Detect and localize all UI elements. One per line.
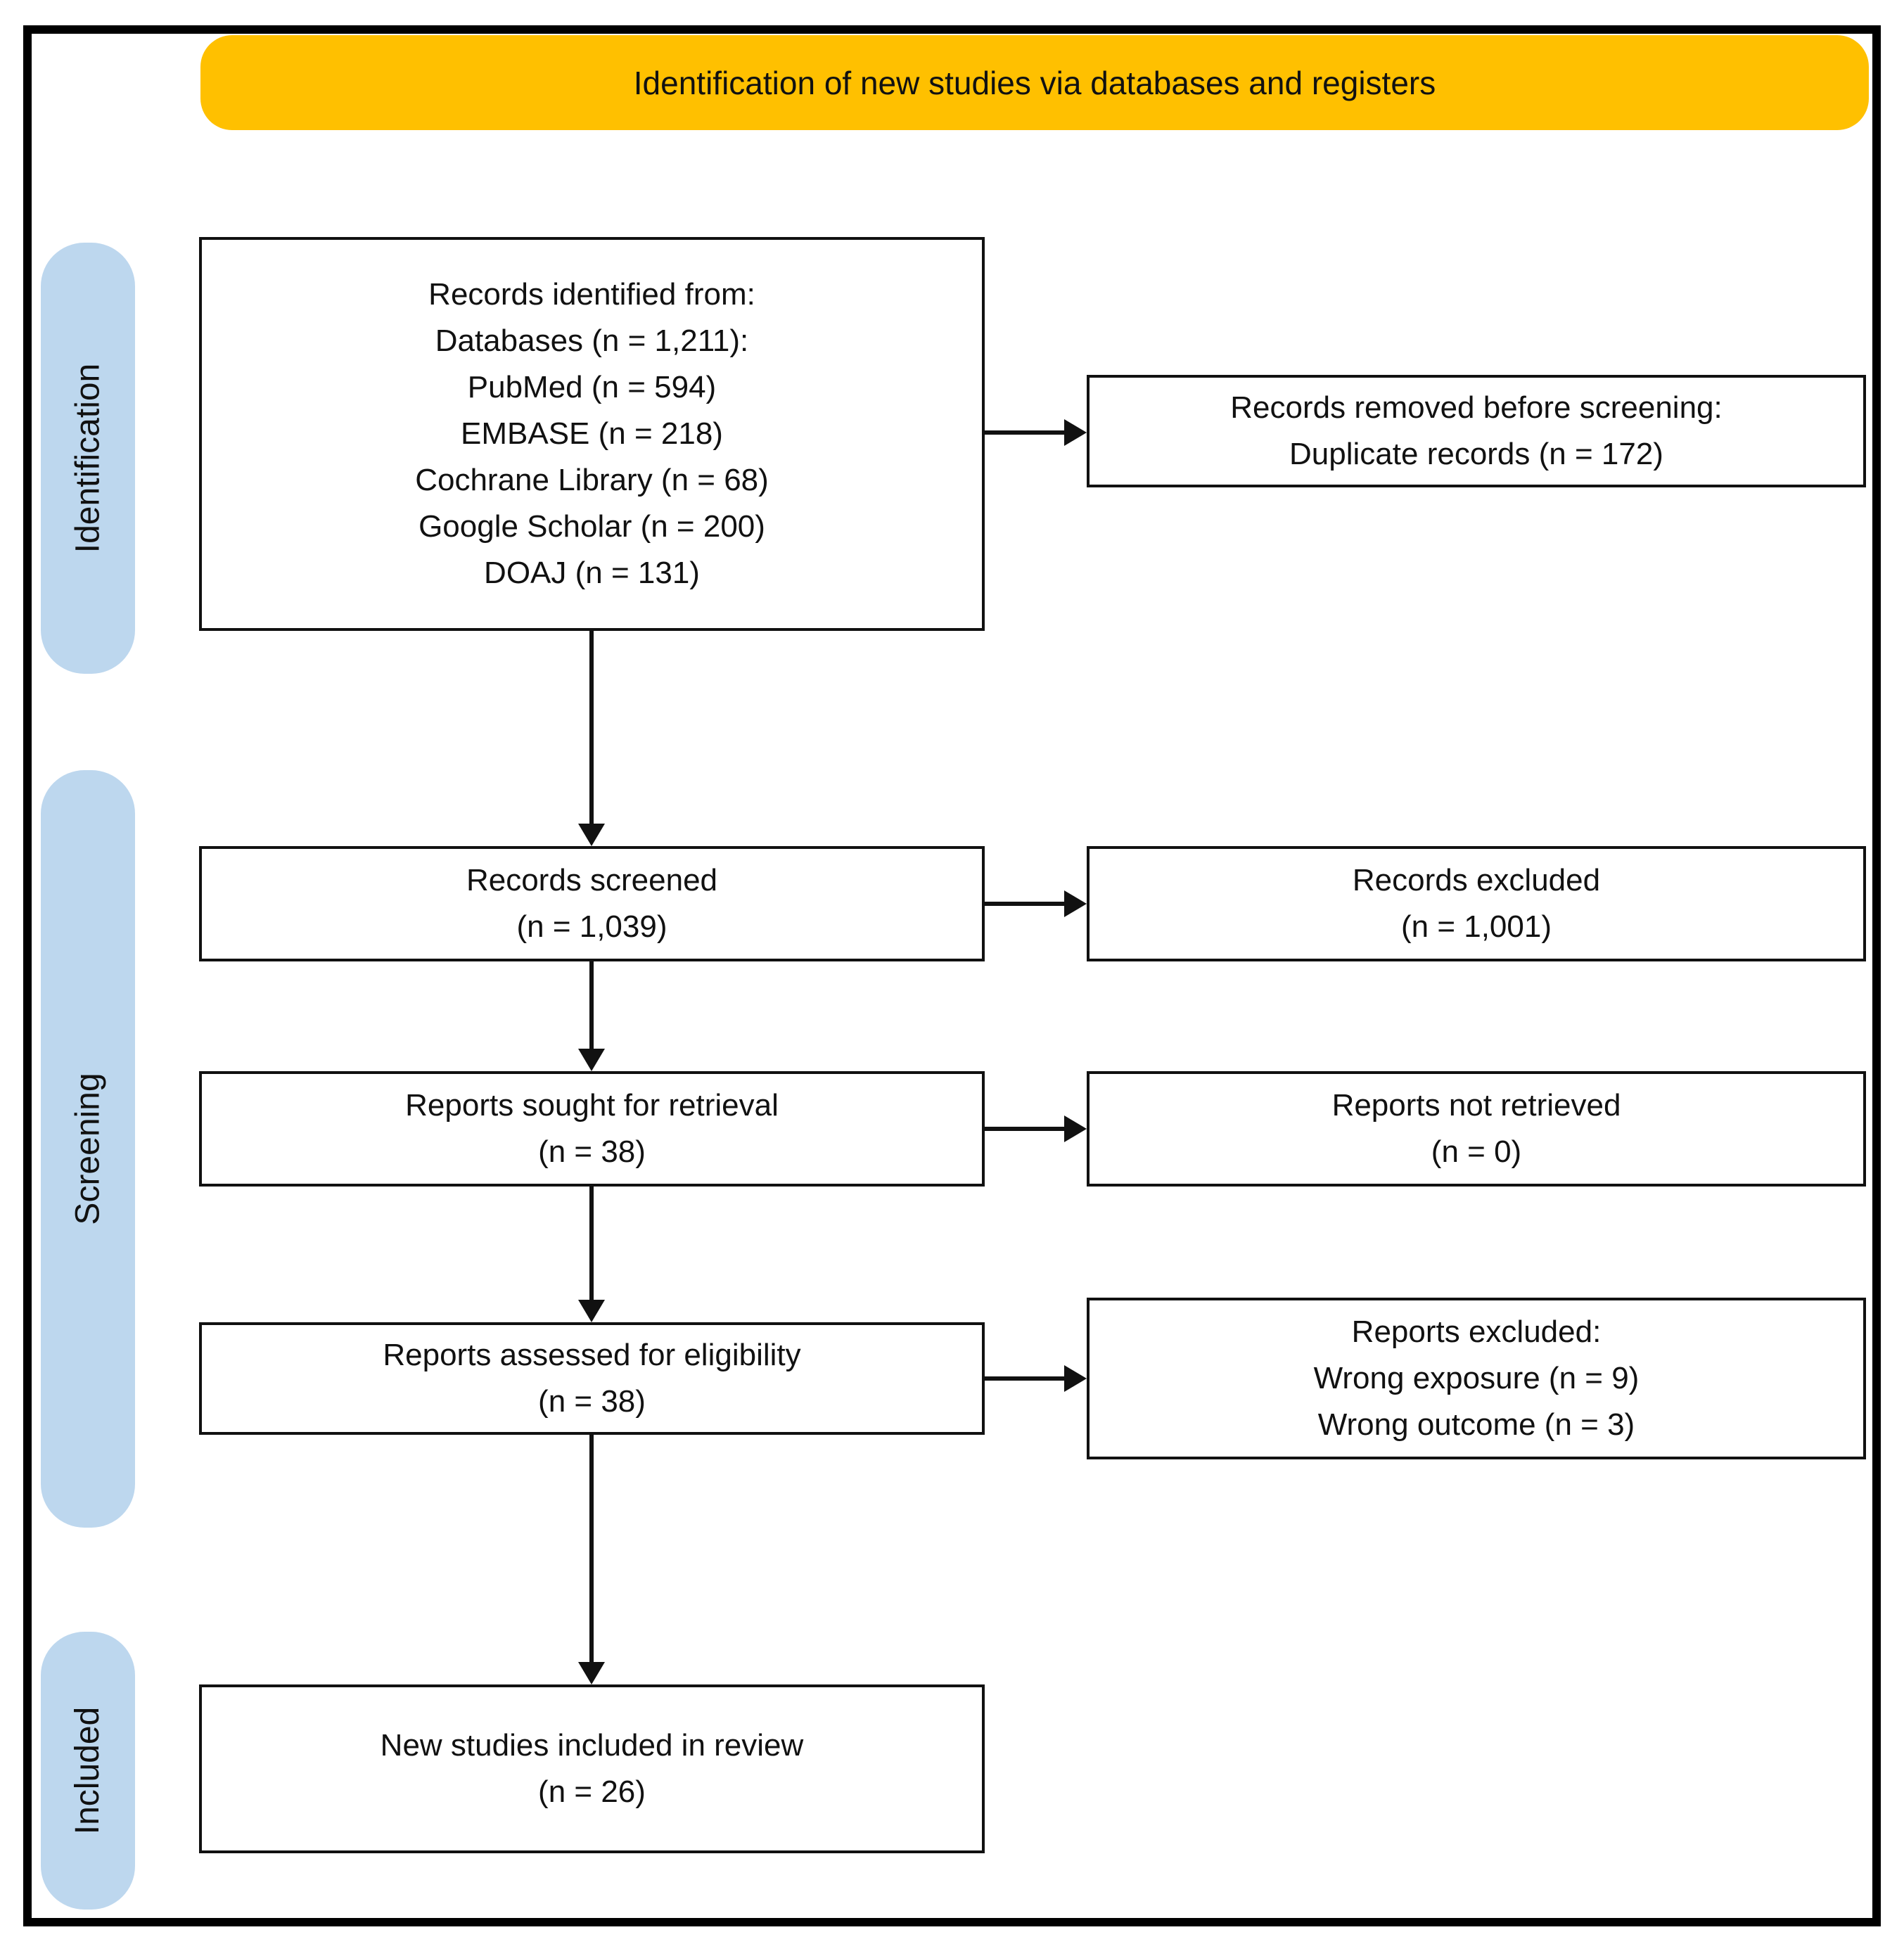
box-records-screened-text: Records screened (n = 1,039) [466, 863, 718, 944]
diagram-outer-border [23, 25, 1881, 1926]
box-records-screened: Records screened (n = 1,039) [199, 846, 985, 961]
arrow-sought-to-not-retrieved-line [985, 1127, 1064, 1131]
box-reports-not-retrieved: Reports not retrieved (n = 0) [1087, 1071, 1866, 1187]
stage-label-screening: Screening [41, 770, 135, 1528]
box-reports-sought-for-retrieval: Reports sought for retrieval (n = 38) [199, 1071, 985, 1187]
arrow-screened-to-sought-line [589, 961, 594, 1049]
box-records-identified: Records identified from: Databases (n = … [199, 237, 985, 631]
box-new-studies-text: New studies included in review (n = 26) [380, 1728, 804, 1809]
stage-label-identification-text: Identification [69, 363, 107, 554]
arrow-identified-to-removed-head-icon [1064, 419, 1087, 446]
arrow-screened-to-excluded-head-icon [1064, 890, 1087, 917]
arrow-identified-to-screened-line [589, 631, 594, 824]
arrow-assessed-to-included-line [589, 1435, 594, 1662]
box-records-excluded-text: Records excluded (n = 1,001) [1352, 863, 1601, 944]
box-reports-assessed-text: Reports assessed for eligibility (n = 38… [383, 1338, 801, 1419]
box-reports-excluded: Reports excluded: Wrong exposure (n = 9)… [1087, 1298, 1866, 1459]
box-reports-sought-text: Reports sought for retrieval (n = 38) [405, 1088, 779, 1169]
box-reports-assessed-for-eligibility: Reports assessed for eligibility (n = 38… [199, 1322, 985, 1435]
stage-label-screening-text: Screening [69, 1073, 107, 1225]
stage-label-included-text: Included [69, 1706, 107, 1835]
arrow-sought-to-assessed-line [589, 1187, 594, 1300]
box-new-studies-included-in-review: New studies included in review (n = 26) [199, 1684, 985, 1853]
arrow-screened-to-sought-head-icon [578, 1049, 605, 1071]
box-reports-excluded-text: Reports excluded: Wrong exposure (n = 9)… [1313, 1315, 1640, 1442]
arrow-identified-to-removed-line [985, 430, 1064, 435]
arrow-screened-to-excluded-line [985, 902, 1064, 906]
box-records-removed-before-screening: Records removed before screening: Duplic… [1087, 375, 1866, 487]
arrow-sought-to-assessed-head-icon [578, 1300, 605, 1322]
stage-label-included: Included [41, 1632, 135, 1910]
box-records-identified-text: Records identified from: Databases (n = … [415, 277, 769, 590]
stage-label-identification: Identification [41, 243, 135, 674]
box-records-removed-text: Records removed before screening: Duplic… [1230, 390, 1723, 471]
banner-title: Identification of new studies via databa… [633, 64, 1436, 101]
arrow-assessed-to-included-head-icon [578, 1662, 605, 1684]
arrow-assessed-to-reports-excluded-head-icon [1064, 1365, 1087, 1392]
box-reports-not-retrieved-text: Reports not retrieved (n = 0) [1331, 1088, 1621, 1169]
arrow-sought-to-not-retrieved-head-icon [1064, 1115, 1087, 1142]
arrow-identified-to-screened-head-icon [578, 824, 605, 846]
banner-identification-of-new-studies: Identification of new studies via databa… [200, 35, 1869, 130]
box-records-excluded: Records excluded (n = 1,001) [1087, 846, 1866, 961]
arrow-assessed-to-reports-excluded-line [985, 1376, 1064, 1381]
